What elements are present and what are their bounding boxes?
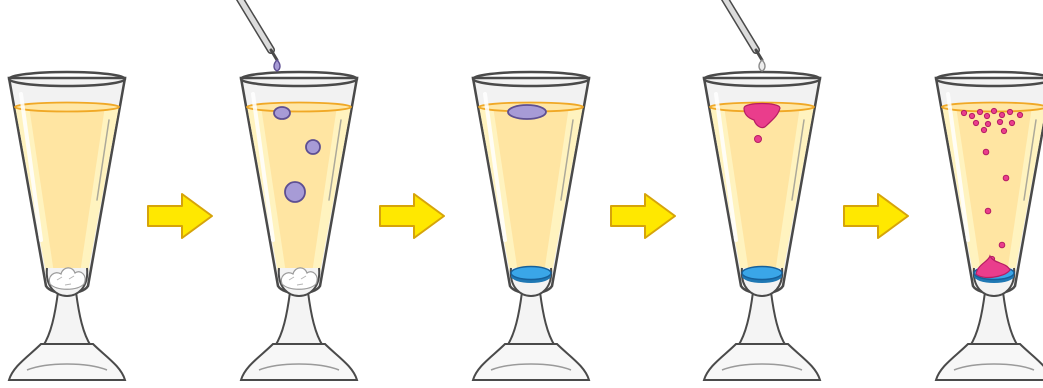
pink-drop [754, 135, 762, 143]
step-arrow-4 [843, 193, 909, 239]
pink-blob [743, 102, 781, 129]
glass-4 [702, 0, 822, 382]
step-arrow-3 [610, 193, 676, 239]
purple-blob [284, 181, 306, 203]
purple-layer [507, 104, 547, 120]
glass-3 [471, 70, 591, 382]
right-arrow-icon [379, 193, 445, 239]
blue-disc [510, 265, 552, 284]
pink-bubbles [960, 107, 1024, 263]
right-arrow-icon [843, 193, 909, 239]
glass-2 [237, 0, 359, 382]
glass-1 [7, 70, 127, 382]
glass-5 [934, 70, 1043, 382]
pipette-icon [722, 0, 762, 60]
right-arrow-icon [147, 193, 213, 239]
purple-drop [273, 59, 281, 72]
step-arrow-2 [379, 193, 445, 239]
purple-blob [273, 106, 291, 120]
clear-drop [758, 59, 766, 72]
right-arrow-icon [610, 193, 676, 239]
step-arrow-1 [147, 193, 213, 239]
pink-reaction [975, 254, 1011, 279]
purple-blob [305, 139, 321, 155]
blue-disc [741, 265, 783, 284]
pipette-icon [237, 0, 277, 60]
